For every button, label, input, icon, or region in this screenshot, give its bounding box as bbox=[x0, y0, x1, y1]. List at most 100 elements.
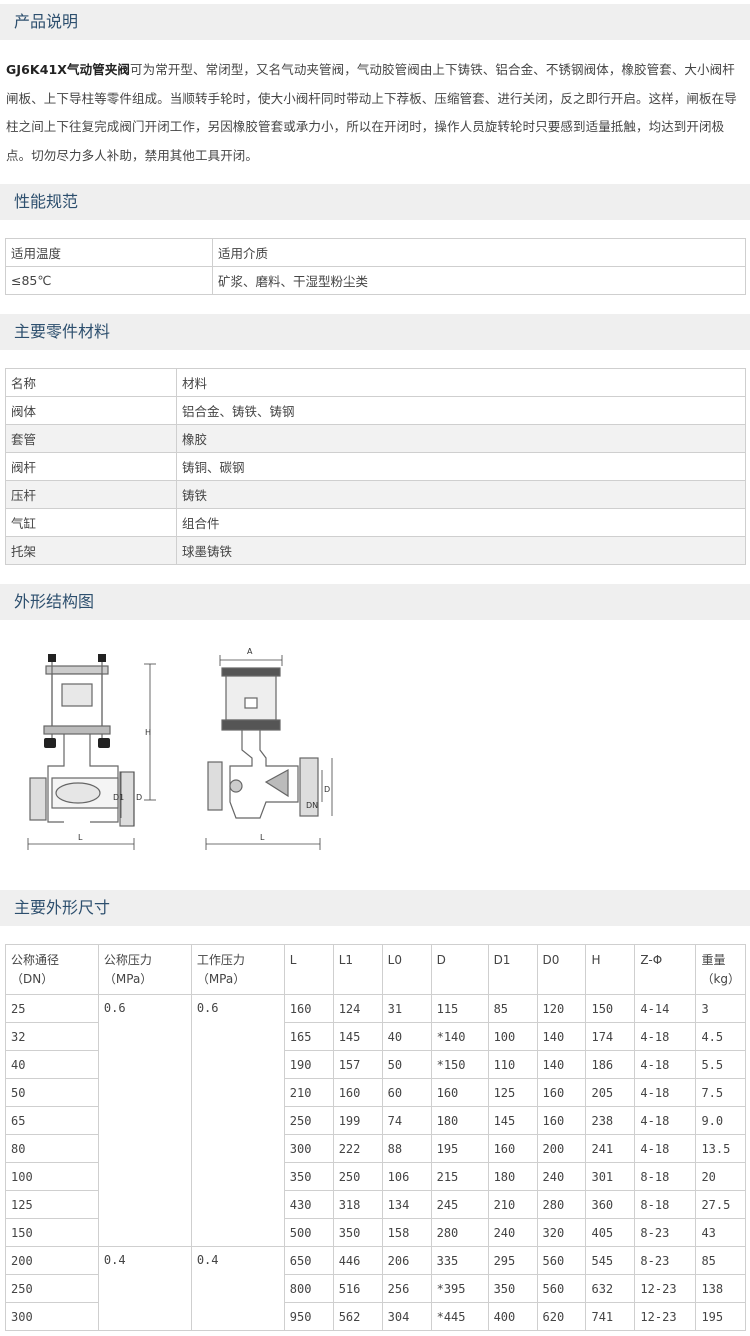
table-row: 名称 材料 bbox=[5, 368, 746, 397]
table-cell: 组合件 bbox=[176, 508, 746, 537]
table-cell: 橡胶 bbox=[176, 424, 746, 453]
table-cell: 4-18 bbox=[634, 1134, 697, 1163]
table-cell: 5.5 bbox=[695, 1050, 746, 1079]
section-title: 主要零件材料 bbox=[14, 322, 111, 341]
table-cell: 210 bbox=[283, 1078, 334, 1107]
table-cell: 0.4 bbox=[97, 1246, 192, 1331]
table-cell: *150 bbox=[430, 1050, 489, 1079]
table-cell: *140 bbox=[430, 1022, 489, 1051]
table-cell: 7.5 bbox=[695, 1078, 746, 1107]
table-header-cell: D1 bbox=[487, 944, 538, 995]
table-cell: 27.5 bbox=[695, 1190, 746, 1219]
table-header-cell: L0 bbox=[381, 944, 432, 995]
table-cell: 31 bbox=[381, 994, 432, 1023]
table-cell: 301 bbox=[585, 1162, 636, 1191]
table-cell: 335 bbox=[430, 1246, 489, 1275]
table-cell: 4-14 bbox=[634, 994, 697, 1023]
table-cell: 210 bbox=[487, 1190, 538, 1219]
table-row: 阀体铝合金、铸铁、铸钢 bbox=[5, 396, 746, 425]
table-cell: 铸铁 bbox=[176, 480, 746, 509]
table-cell: 200 bbox=[5, 1246, 99, 1275]
table-cell: 13.5 bbox=[695, 1134, 746, 1163]
table-cell: 25 bbox=[5, 994, 99, 1023]
table-cell: 12-23 bbox=[634, 1302, 697, 1331]
table-header-cell: 适用温度 bbox=[5, 238, 213, 267]
table-cell: 160 bbox=[430, 1078, 489, 1107]
table-cell: 158 bbox=[381, 1218, 432, 1247]
table-cell: 140 bbox=[536, 1022, 587, 1051]
table-cell: 85 bbox=[487, 994, 538, 1023]
table-cell: 360 bbox=[585, 1190, 636, 1219]
table-cell: 300 bbox=[5, 1302, 99, 1331]
table-cell: 40 bbox=[381, 1022, 432, 1051]
table-header-cell: 名称 bbox=[5, 368, 177, 397]
table-cell: 4-18 bbox=[634, 1106, 697, 1135]
table-header-cell: 适用介质 bbox=[212, 238, 746, 267]
table-cell: 195 bbox=[430, 1134, 489, 1163]
table-cell: 套管 bbox=[5, 424, 177, 453]
table-cell: 800 bbox=[283, 1274, 334, 1303]
table-header-cell: L1 bbox=[332, 944, 383, 995]
table-cell: 157 bbox=[332, 1050, 383, 1079]
table-header-cell: D0 bbox=[536, 944, 587, 995]
table-header-cell: H bbox=[585, 944, 636, 995]
dimension-label-a: A bbox=[247, 647, 253, 656]
dimension-label-l: L bbox=[260, 833, 265, 842]
table-cell: 516 bbox=[332, 1274, 383, 1303]
table-cell: 190 bbox=[283, 1050, 334, 1079]
section-header-description: 产品说明 bbox=[0, 4, 750, 40]
table-cell: 压杆 bbox=[5, 480, 177, 509]
section-header-dimensions: 主要外形尺寸 bbox=[0, 890, 750, 926]
section-title: 性能规范 bbox=[14, 192, 79, 211]
table-cell: 245 bbox=[430, 1190, 489, 1219]
table-cell: 106 bbox=[381, 1162, 432, 1191]
section-title: 外形结构图 bbox=[14, 592, 95, 611]
table-cell: 110 bbox=[487, 1050, 538, 1079]
table-cell: 430 bbox=[283, 1190, 334, 1219]
table-cell: 100 bbox=[487, 1022, 538, 1051]
table-cell: 195 bbox=[695, 1302, 746, 1331]
table-cell: 阀体 bbox=[5, 396, 177, 425]
section-header-structure: 外形结构图 bbox=[0, 584, 750, 620]
table-row: 套管橡胶 bbox=[5, 424, 746, 453]
table-cell: 8-23 bbox=[634, 1218, 697, 1247]
table-cell: 205 bbox=[585, 1078, 636, 1107]
table-cell: 560 bbox=[536, 1246, 587, 1275]
table-header-cell: Z-Φ bbox=[634, 944, 697, 995]
table-cell: 350 bbox=[487, 1274, 538, 1303]
table-cell: 200 bbox=[536, 1134, 587, 1163]
table-header-cell: D bbox=[430, 944, 489, 995]
table-cell: 0.6 bbox=[97, 994, 192, 1247]
table-cell: 304 bbox=[381, 1302, 432, 1331]
table-cell: 350 bbox=[332, 1218, 383, 1247]
table-cell: *445 bbox=[430, 1302, 489, 1331]
table-cell: 4-18 bbox=[634, 1050, 697, 1079]
table-cell: 500 bbox=[283, 1218, 334, 1247]
table-cell: 矿浆、磨料、干湿型粉尘类 bbox=[212, 266, 746, 295]
table-cell: 320 bbox=[536, 1218, 587, 1247]
table-cell: 4-18 bbox=[634, 1078, 697, 1107]
table-cell: 12-23 bbox=[634, 1274, 697, 1303]
table-cell: 174 bbox=[585, 1022, 636, 1051]
table-cell: 150 bbox=[5, 1218, 99, 1247]
table-cell: 气缸 bbox=[5, 508, 177, 537]
table-cell: 160 bbox=[536, 1106, 587, 1135]
table-cell: 250 bbox=[332, 1162, 383, 1191]
table-cell: 318 bbox=[332, 1190, 383, 1219]
table-cell: 206 bbox=[381, 1246, 432, 1275]
table-cell: 50 bbox=[5, 1078, 99, 1107]
table-cell: 4.5 bbox=[695, 1022, 746, 1051]
table-cell: 620 bbox=[536, 1302, 587, 1331]
table-cell: 0.4 bbox=[190, 1246, 285, 1331]
section-header-performance: 性能规范 bbox=[0, 184, 750, 220]
table-cell: 球墨铸铁 bbox=[176, 536, 746, 565]
table-cell: 446 bbox=[332, 1246, 383, 1275]
table-cell: 632 bbox=[585, 1274, 636, 1303]
